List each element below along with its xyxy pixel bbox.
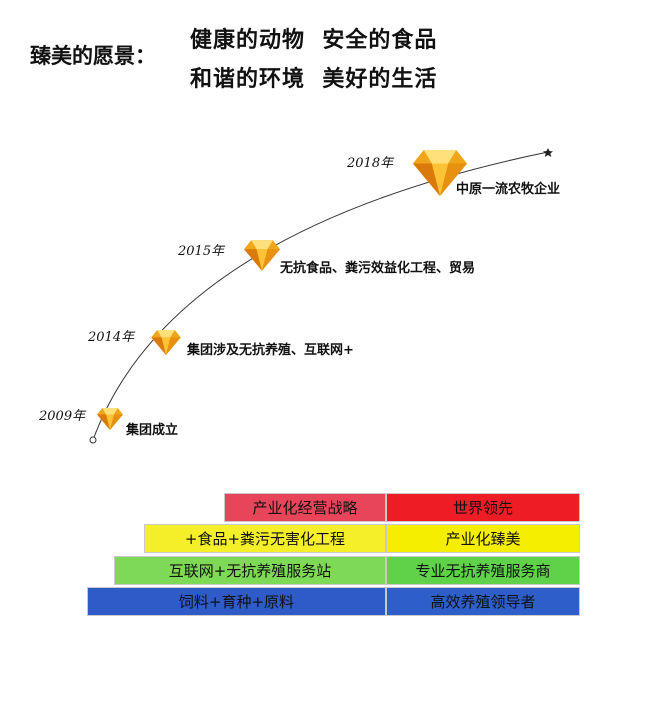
pyramid-row-3-right: 专业无抗养殖服务商 — [386, 556, 580, 585]
diamond-icon — [151, 330, 181, 359]
pyramid-row-4-left: 饲料+育种+原料 — [87, 587, 386, 616]
pyramid-row-4-right: 高效养殖领导者 — [386, 587, 580, 616]
pyramid-row-2-left: +食品+粪污无害化工程 — [144, 524, 386, 553]
pyramid-row-1-right: 世界领先 — [386, 493, 580, 522]
milestone-desc-2015: 无抗食品、粪污效益化工程、贸易 — [280, 261, 476, 276]
milestone-desc-2009: 集团成立 — [126, 423, 179, 438]
diamond-icon — [412, 150, 468, 200]
milestone-year-2009: 2009年 — [39, 409, 86, 424]
pyramid-row-1-left: 产业化经营战略 — [224, 493, 386, 522]
pyramid-row-3-left: 互联网+无抗养殖服务站 — [114, 556, 386, 585]
pyramid-row-2-right: 产业化臻美 — [386, 524, 580, 553]
vision-line-2: 和谐的环境 美好的生活 — [190, 66, 438, 92]
timeline-end-star-icon — [543, 148, 553, 157]
milestone-desc-2018: 中原一流农牧企业 — [456, 182, 561, 197]
vision-label: 臻美的愿景： — [30, 43, 156, 68]
milestone-year-2015: 2015年 — [178, 244, 225, 259]
milestone-desc-2014: 集团涉及无抗养殖、互联网+ — [187, 343, 354, 358]
diamond-icon — [244, 240, 280, 275]
diamond-icon — [97, 408, 123, 434]
milestone-year-2014: 2014年 — [88, 330, 135, 345]
timeline-curve — [89, 148, 553, 444]
milestone-year-2018: 2018年 — [347, 156, 394, 171]
timeline-start-dot — [89, 436, 97, 444]
vision-line-1: 健康的动物 安全的食品 — [190, 27, 438, 53]
